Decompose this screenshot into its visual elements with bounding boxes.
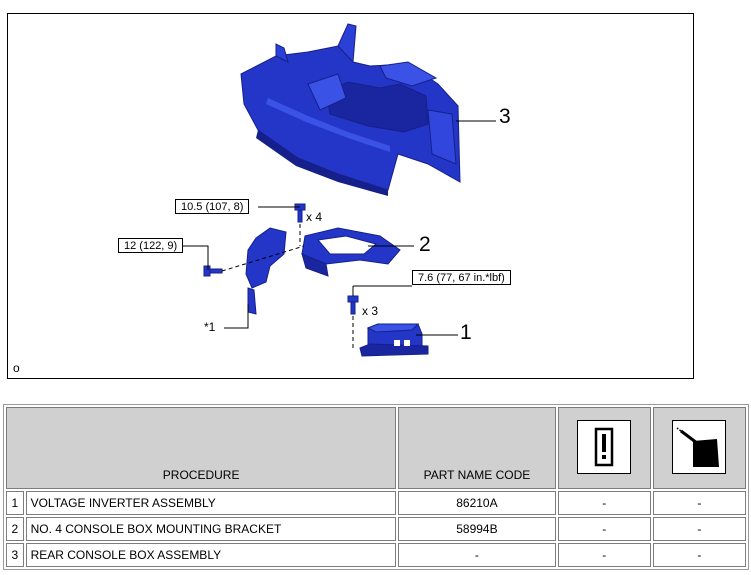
bolt-x3-drawing — [347, 295, 359, 315]
row-lubricant-value: - — [652, 491, 746, 515]
torque-label-side-bolt: 12 (122, 9) — [118, 238, 184, 253]
callout-3: 3 — [499, 105, 511, 128]
parts-procedure-table: PROCEDURE PART NAME CODE 1 VOLTA — [3, 404, 749, 570]
row-part-code: - — [398, 543, 556, 567]
torque-label-bracket-bolt: 10.5 (107, 8) — [175, 199, 250, 214]
caution-exclamation-icon — [577, 420, 632, 474]
lubricant-oil-can-icon — [672, 420, 727, 474]
row-lubricant-value: - — [652, 517, 746, 541]
alignment-lines — [221, 224, 354, 350]
row-part-code: 86210A — [398, 491, 556, 515]
rear-console-box-drawing — [240, 23, 461, 196]
row-caution-value: - — [557, 543, 651, 567]
parts-illustration — [183, 23, 496, 357]
procedure-header: PROCEDURE — [6, 407, 397, 489]
row-number: 1 — [6, 491, 24, 515]
part-name-code-header: PART NAME CODE — [398, 407, 556, 489]
table-row: 2 NO. 4 CONSOLE BOX MOUNTING BRACKET 589… — [6, 517, 746, 541]
row-part-code: 58994B — [398, 517, 556, 541]
torque-label-inverter-bolt: 7.6 (77, 67 in.*lbf) — [412, 270, 511, 285]
voltage-inverter-drawing — [359, 323, 429, 357]
bolt-side-drawing — [203, 265, 223, 277]
leader-lines — [183, 120, 496, 336]
row-procedure: VOLTAGE INVERTER ASSEMBLY — [25, 491, 397, 515]
callout-1: 1 — [460, 321, 472, 344]
lubricant-header — [652, 407, 746, 489]
row-caution-value: - — [557, 517, 651, 541]
row-procedure: REAR CONSOLE BOX ASSEMBLY — [25, 543, 397, 567]
exploded-view-diagram: 10.5 (107, 8) 12 (122, 9) 7.6 (77, 67 in… — [7, 13, 694, 379]
table-row: 3 REAR CONSOLE BOX ASSEMBLY - - - — [6, 543, 746, 567]
mounting-bracket-drawing — [245, 227, 401, 315]
caution-header — [557, 407, 651, 489]
table-header-row: PROCEDURE PART NAME CODE — [6, 407, 746, 489]
callout-2: 2 — [419, 233, 431, 256]
quantity-x3: x 3 — [362, 304, 379, 318]
row-procedure: NO. 4 CONSOLE BOX MOUNTING BRACKET — [25, 517, 397, 541]
row-number: 2 — [6, 517, 24, 541]
corner-mark: o — [13, 361, 20, 375]
row-caution-value: - — [557, 491, 651, 515]
table-row: 1 VOLTAGE INVERTER ASSEMBLY 86210A - - — [6, 491, 746, 515]
quantity-x4: x 4 — [306, 210, 323, 224]
row-lubricant-value: - — [652, 543, 746, 567]
note-marker: *1 — [204, 320, 216, 334]
row-number: 3 — [6, 543, 24, 567]
